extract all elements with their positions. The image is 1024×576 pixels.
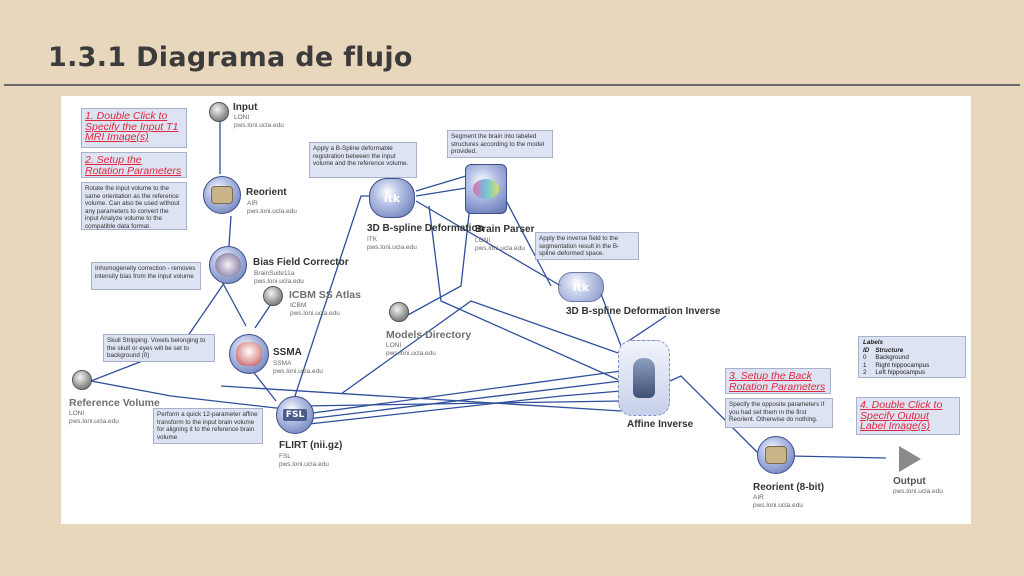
input-server: pws.loni.ucla.edu xyxy=(234,122,284,129)
brain-icon xyxy=(215,253,241,277)
labels-legend: Labels ID Structure 0 Background 1 Right… xyxy=(858,336,966,378)
reference-volume-sub: LONI xyxy=(69,410,85,417)
icbm-port[interactable] xyxy=(263,286,283,306)
reorient-8bit-server: pws.loni.ucla.edu xyxy=(753,502,803,509)
reorient-8bit-label: Reorient (8-bit) xyxy=(753,482,825,493)
label-id: 0 xyxy=(863,354,867,362)
labels-heading: Labels xyxy=(863,339,883,346)
reorient-icon xyxy=(211,186,233,204)
input-port[interactable] xyxy=(209,102,229,122)
step-1-callout[interactable]: 1. Double Click to Specify the Input T1 … xyxy=(81,108,187,148)
ssma-label: SSMA xyxy=(273,347,302,358)
bias-field-server: pws.loni.ucla.edu xyxy=(254,278,304,285)
labels-col-structure: Structure xyxy=(875,346,904,354)
bias-field-label: Bias Field Corrector xyxy=(253,257,349,268)
brain-parser-label: Brain Parser xyxy=(475,224,535,235)
bspline-server: pws.loni.ucla.edu xyxy=(367,244,417,251)
ssma-sub: SSMA xyxy=(273,360,292,367)
note-bspline: Apply a B-Spline deformable registration… xyxy=(309,142,417,178)
table-row: 0 Background xyxy=(863,354,935,362)
output-label: Output xyxy=(893,476,926,487)
note-skull-stripping: Skull Stripping. Voxels belonging to the… xyxy=(103,334,215,362)
note-inverse-field: Apply the inverse field to the segmentat… xyxy=(535,232,639,260)
reorient-8bit-icon xyxy=(765,446,787,464)
step-4-callout[interactable]: 4. Double Click to Specify Output Label … xyxy=(856,397,960,435)
connection-wires xyxy=(90,118,887,459)
brain-parser-icon xyxy=(473,179,499,199)
brain-parser-node[interactable] xyxy=(465,164,507,214)
label-id: 1 xyxy=(863,361,867,369)
bias-field-node[interactable] xyxy=(209,246,247,284)
reorient-label: Reorient xyxy=(246,187,287,198)
input-label: Input xyxy=(233,102,258,113)
ssma-node[interactable] xyxy=(229,334,269,374)
output-server: pws.loni.ucla.edu xyxy=(893,488,943,495)
icbm-sub: ICBM xyxy=(290,302,307,309)
title-divider xyxy=(4,84,1020,86)
flirt-sub: FSL xyxy=(279,453,291,460)
icbm-server: pws.loni.ucla.edu xyxy=(290,310,340,317)
bspline-inverse-label: 3D B-spline Deformation Inverse xyxy=(566,306,721,317)
itk-inverse-icon: itk xyxy=(572,280,590,294)
label-structure: Right hippocampus xyxy=(875,361,930,369)
note-opposite-params: Specify the opposite parameters if you h… xyxy=(725,398,833,428)
table-row: 2 Left hippocampus xyxy=(863,369,935,377)
labels-col-id: ID xyxy=(863,346,870,354)
input-sub: LONI xyxy=(234,114,250,121)
affine-inverse-label: Affine Inverse xyxy=(627,419,694,430)
bspline-sub: ITK xyxy=(367,236,378,243)
reorient-server: pws.loni.ucla.edu xyxy=(247,208,297,215)
reorient-8bit-sub: AIR xyxy=(753,494,764,501)
skull-icon xyxy=(236,342,262,366)
flirt-label: FLIRT (nii.gz) xyxy=(279,440,343,451)
brain-parser-sub: LONI xyxy=(475,237,491,244)
bspline-label: 3D B-spline Deformation xyxy=(367,223,484,234)
reference-volume-server: pws.loni.ucla.edu xyxy=(69,418,119,425)
label-structure: Left hippocampus xyxy=(875,369,926,377)
bspline-node[interactable]: itk xyxy=(369,178,415,218)
bias-field-sub: BrainSuite11a xyxy=(254,270,295,277)
note-inhomogeneity: Inhomogeneity correction - removes inten… xyxy=(91,262,201,290)
note-segment: Segment the brain into labeled structure… xyxy=(447,130,553,158)
ssma-server: pws.loni.ucla.edu xyxy=(273,368,323,375)
reference-volume-label: Reference Volume xyxy=(69,397,160,409)
reorient-8bit-node[interactable] xyxy=(757,436,795,474)
models-directory-label: Models Directory xyxy=(386,329,472,341)
step-2-callout[interactable]: 2. Setup the Rotation Parameters xyxy=(81,152,187,178)
fsl-icon: FSL xyxy=(282,409,308,421)
workflow-canvas: 1. Double Click to Specify the Input T1 … xyxy=(61,96,971,524)
note-rotate: Rotate the input volume to the same orie… xyxy=(81,182,187,230)
reference-volume-port[interactable] xyxy=(72,370,92,390)
label-structure: Background xyxy=(875,354,909,362)
icbm-label: ICBM SS Atlas xyxy=(289,289,361,301)
brain-parser-server: pws.loni.ucla.edu xyxy=(475,245,525,252)
models-directory-sub: LONI xyxy=(386,342,402,349)
itk-icon: itk xyxy=(383,191,401,205)
models-directory-port[interactable] xyxy=(389,302,409,322)
models-directory-server: pws.loni.ucla.edu xyxy=(386,350,436,357)
output-play-icon[interactable] xyxy=(899,446,921,472)
labels-table: ID Structure 0 Background 1 Right hippoc… xyxy=(863,347,935,377)
bspline-inverse-node[interactable]: itk xyxy=(558,272,604,302)
step-3-callout[interactable]: 3. Setup the Back Rotation Parameters xyxy=(725,368,831,394)
note-affine-transform: Perform a quick 12-parameter affine tran… xyxy=(153,408,263,444)
head-icon xyxy=(633,358,655,398)
flirt-server: pws.loni.ucla.edu xyxy=(279,461,329,468)
affine-inverse-node[interactable] xyxy=(618,340,670,416)
label-id: 2 xyxy=(863,369,867,377)
reorient-sub: AIR xyxy=(247,200,258,207)
slide-title: 1.3.1 Diagrama de flujo xyxy=(48,42,413,73)
flirt-node[interactable]: FSL xyxy=(276,396,314,434)
reorient-node[interactable] xyxy=(203,176,241,214)
table-row: 1 Right hippocampus xyxy=(863,362,935,370)
